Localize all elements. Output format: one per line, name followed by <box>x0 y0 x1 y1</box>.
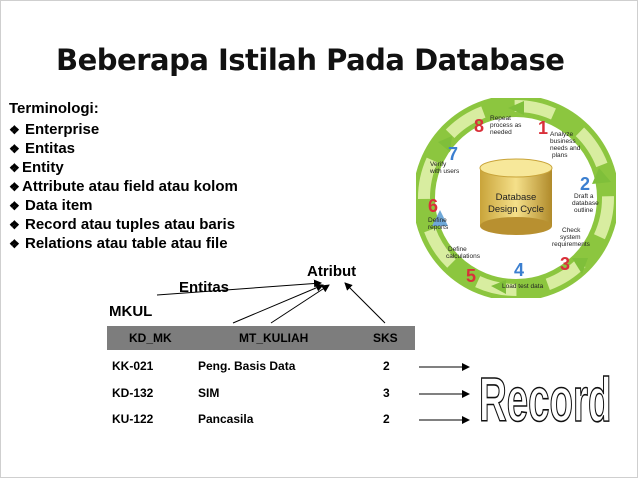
mkul-label: MKUL <box>109 303 153 320</box>
attribute-arrow <box>270 284 330 324</box>
cycle-arrow-icon <box>592 168 611 184</box>
step-number: 8 <box>474 116 484 136</box>
step-number: 7 <box>448 144 458 164</box>
step-text: business <box>550 138 576 145</box>
table-cell: KK-021 <box>112 359 154 373</box>
record-wordart: Record <box>479 365 611 435</box>
diamond-bullet-icon: ❖ <box>9 218 20 232</box>
table-cell: 2 <box>383 412 390 426</box>
cycle-center-label: Database <box>496 192 537 203</box>
cycle-arrow-icon <box>432 210 448 226</box>
diamond-bullet-icon: ❖ <box>9 199 20 213</box>
step-number: 1 <box>538 118 548 138</box>
attribute-arrow <box>344 282 386 324</box>
step-text: Define <box>428 217 447 224</box>
terminology-list: ❖Enterprise ❖Entitas ❖Entity ❖Attribute … <box>9 120 238 253</box>
step-text: Check <box>562 227 581 234</box>
table-cell: KD-132 <box>112 386 154 400</box>
table-cell: 2 <box>383 359 390 373</box>
diamond-bullet-icon: ❖ <box>9 142 20 156</box>
step-text: Verify <box>430 161 447 168</box>
term-item: ❖Entitas <box>9 140 76 157</box>
column-header: MT_KULIAH <box>239 331 309 345</box>
table-cell: KU-122 <box>112 412 154 426</box>
step-number: 5 <box>466 266 476 286</box>
step-text: needs and <box>550 145 581 152</box>
step-text: process as <box>490 122 522 129</box>
step-text: database <box>572 200 599 207</box>
entitas-label: Entitas <box>179 279 230 296</box>
step-text: Define <box>448 246 467 253</box>
step-text: outline <box>574 207 594 214</box>
step-text: needed <box>490 129 512 136</box>
diamond-bullet-icon: ❖ <box>9 123 20 137</box>
database-design-cycle-diagram: Database Design Cycle 1 Analyze business… <box>416 98 616 298</box>
term-item: ❖Record atau tuples atau baris <box>9 216 236 233</box>
table-cell: SIM <box>198 386 220 400</box>
step-text: system <box>560 234 581 241</box>
column-header: SKS <box>373 331 398 345</box>
step-text: with users <box>429 168 460 175</box>
step-number: 4 <box>514 260 524 280</box>
step-text: Analyze <box>550 131 574 138</box>
cycle-arrow-icon <box>508 101 524 115</box>
step-text: plans <box>552 152 568 159</box>
step-number: 6 <box>428 196 438 216</box>
attribute-arrow <box>232 284 324 324</box>
term-item: ❖Data item <box>9 197 93 214</box>
step-number: 2 <box>580 174 590 194</box>
cycle-arrow-icon <box>491 280 506 294</box>
step-text: calculations <box>446 253 481 260</box>
terminology-heading: Terminologi: <box>9 100 99 117</box>
table-cell: Peng. Basis Data <box>198 359 296 373</box>
step-text: reports <box>428 224 449 231</box>
step-text: Repeat <box>490 115 511 122</box>
table-cell: Pancasila <box>198 412 254 426</box>
column-header: KD_MK <box>129 331 172 345</box>
diamond-bullet-icon: ❖ <box>9 161 20 175</box>
term-item: ❖Attribute atau field atau kolom <box>9 178 238 195</box>
step-text: Draft a <box>574 193 594 200</box>
diamond-bullet-icon: ❖ <box>9 180 20 194</box>
term-item: ❖Relations atau table atau file <box>9 235 228 252</box>
step-number: 3 <box>560 254 570 274</box>
term-item: ❖Entity <box>9 159 64 176</box>
entitas-arrow <box>156 279 322 296</box>
cycle-center-label: Design Cycle <box>488 204 544 215</box>
term-item: ❖Enterprise <box>9 121 100 138</box>
cycle-arrow-icon <box>438 136 452 152</box>
database-cylinder-icon <box>479 158 553 235</box>
diamond-bullet-icon: ❖ <box>9 237 20 251</box>
slide-title: Beberapa Istilah Pada Database <box>56 43 565 77</box>
table-header: KD_MK MT_KULIAH SKS <box>107 326 415 350</box>
cycle-arrow-icon <box>572 258 588 274</box>
table-cell: 3 <box>383 386 390 400</box>
step-text: requirements <box>552 241 591 248</box>
atribut-label: Atribut <box>307 263 357 280</box>
step-text: Load test data <box>502 283 544 290</box>
